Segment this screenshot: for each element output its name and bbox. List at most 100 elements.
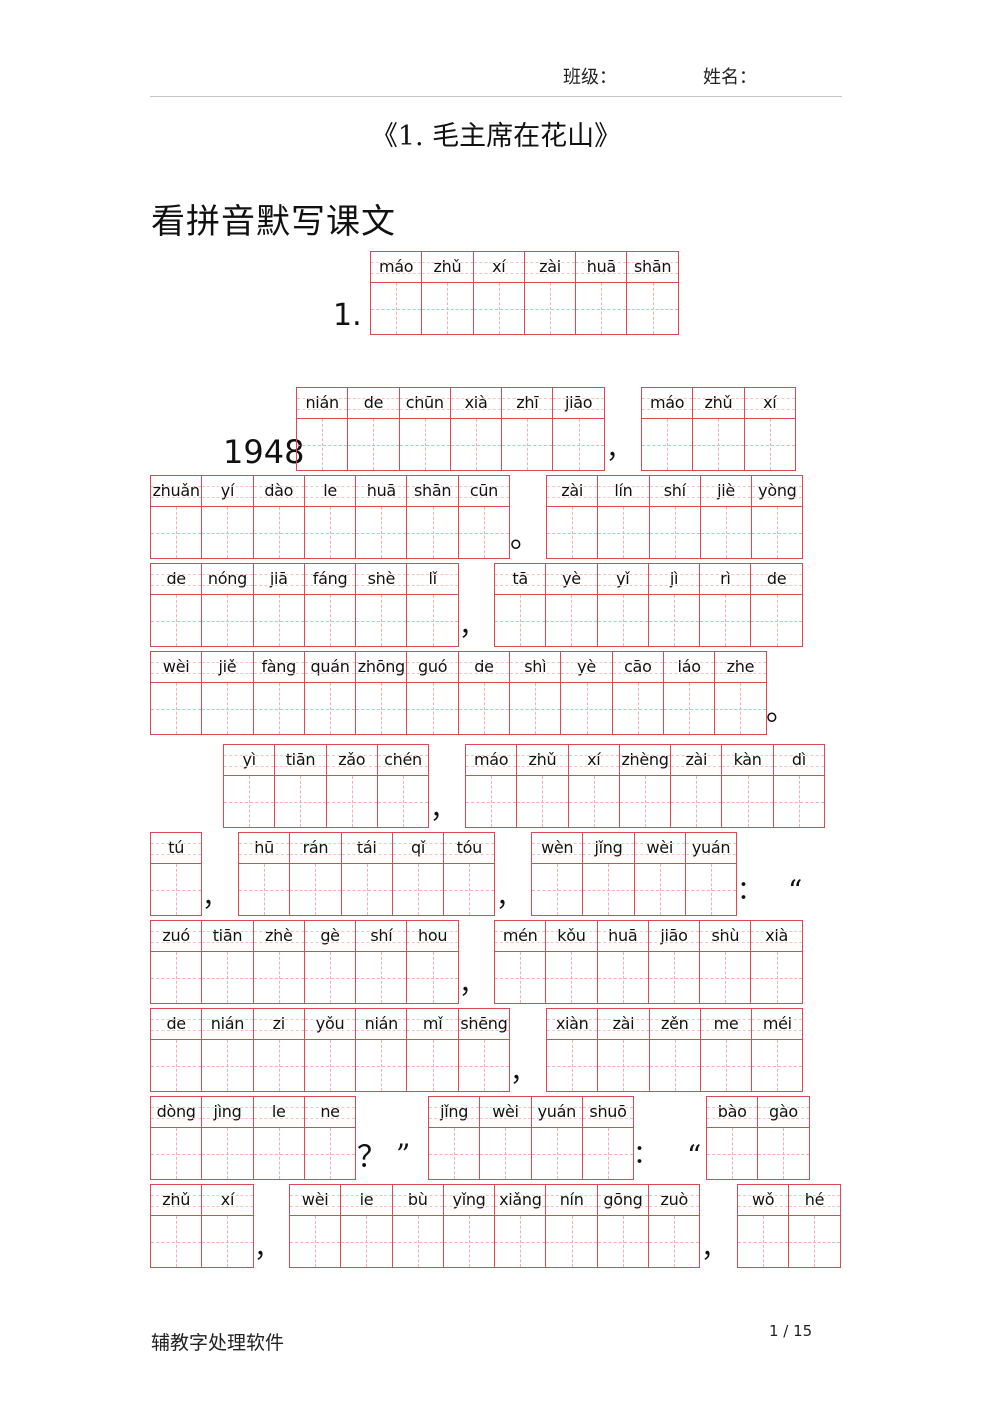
punctuation-close-quote: ” [396, 1138, 411, 1171]
pinyin-label: xià [751, 921, 803, 952]
pinyin-label: wǒ [738, 1185, 789, 1216]
writing-cell: zuó [151, 921, 203, 1004]
character-box [253, 1040, 305, 1091]
writing-cell: tiān [202, 921, 254, 1004]
punctuation-comma: ， [606, 435, 633, 465]
writing-cell: xí [202, 1185, 254, 1268]
character-box [510, 683, 561, 734]
writing-cell: jiāo [553, 388, 605, 471]
character-box [151, 1128, 202, 1179]
punctuation-open-quote: “ [687, 1139, 702, 1172]
pinyin-label: bào [707, 1097, 758, 1128]
pinyin-label: jìng [202, 1097, 253, 1128]
punctuation-comma: ， [202, 883, 229, 913]
character-box [568, 776, 620, 827]
pinyin-label: quán [304, 652, 356, 683]
footer-software-name: 辅教字处理软件 [151, 1332, 285, 1354]
character-box [597, 1216, 649, 1267]
pinyin-label: zài [671, 745, 722, 776]
writing-cell: wèi [151, 652, 203, 735]
pinyin-label: shuō [582, 1097, 634, 1128]
character-box [634, 864, 686, 915]
pinyin-label: tiān [275, 745, 326, 776]
writing-cell: jǐng [583, 833, 635, 916]
pinyin-label: nián [297, 388, 348, 419]
character-box [407, 1040, 459, 1091]
pinyin-label: me [700, 1009, 752, 1040]
pinyin-label: zuò [649, 1185, 700, 1216]
pinyin-label: xí [473, 252, 525, 283]
character-box [715, 683, 766, 734]
writing-cell: tiān [275, 745, 327, 828]
writing-cell: le [253, 1097, 305, 1180]
character-box [253, 595, 305, 646]
character-box [275, 776, 326, 827]
writing-cell: xí [744, 388, 796, 471]
pinyin-label: zhǔ [693, 388, 744, 419]
pinyin-label: gè [304, 921, 356, 952]
pinyin-label: fàng [253, 652, 305, 683]
pinyin-label: nián [202, 1009, 253, 1040]
pinyin-label: máo [466, 745, 517, 776]
writing-cell: zhōng [356, 652, 408, 735]
punctuation-comma: ， [701, 1234, 728, 1264]
writing-cell: zhǔ [422, 252, 474, 335]
character-box [356, 507, 407, 558]
character-box [517, 776, 568, 827]
writing-cell: jiě [202, 652, 254, 735]
character-box [341, 1216, 392, 1267]
pinyin-label: yí [202, 476, 253, 507]
character-box [700, 595, 751, 646]
writing-cell: jìng [202, 1097, 254, 1180]
pinyin-label: zhōng [356, 652, 407, 683]
pinyin-label: zěn [649, 1009, 701, 1040]
writing-cell: mén [495, 921, 547, 1004]
writing-cell: shè [356, 564, 408, 647]
pinyin-label: yì [224, 745, 275, 776]
writing-cell: lín [598, 476, 650, 559]
character-box [290, 1216, 341, 1267]
pinyin-label: tái [341, 833, 393, 864]
pinyin-label: xià [450, 388, 502, 419]
character-box [444, 864, 495, 915]
pinyin-label: rì [700, 564, 751, 595]
writing-cell: tái [341, 833, 393, 916]
pinyin-label: de [348, 388, 399, 419]
writing-cell: nián [297, 388, 349, 471]
character-box [151, 683, 202, 734]
pinyin-label: cāo [612, 652, 664, 683]
writing-cell: cūn [458, 476, 511, 559]
character-box [700, 952, 751, 1003]
writing-cell: jiā [253, 564, 305, 647]
character-box [304, 595, 356, 646]
pinyin-label: shù [700, 921, 751, 952]
writing-cell: máo [371, 252, 423, 335]
writing-cell: huā [576, 252, 628, 335]
character-box [253, 952, 305, 1003]
character-box [751, 952, 803, 1003]
writing-cell: wèi [480, 1097, 532, 1180]
pinyin-label: zhuǎn [151, 476, 202, 507]
writing-cell: quán [304, 652, 357, 735]
punctuation-comma: ， [430, 795, 457, 825]
character-box [202, 1128, 253, 1179]
character-box [341, 864, 393, 915]
character-box [151, 1040, 202, 1091]
pinyin-label: nóng [202, 564, 253, 595]
character-box [751, 595, 803, 646]
pinyin-label: hū [239, 833, 290, 864]
writing-cell: láo [663, 652, 716, 735]
writing-cell: dì [773, 745, 826, 828]
pinyin-label: yuán [685, 833, 737, 864]
character-box [597, 952, 649, 1003]
writing-cell: shuō [582, 1097, 635, 1180]
character-box [597, 595, 649, 646]
pinyin-label: yòng [752, 476, 803, 507]
punctuation-question-mark: ？ [357, 1140, 387, 1175]
writing-cell: hū [239, 833, 291, 916]
